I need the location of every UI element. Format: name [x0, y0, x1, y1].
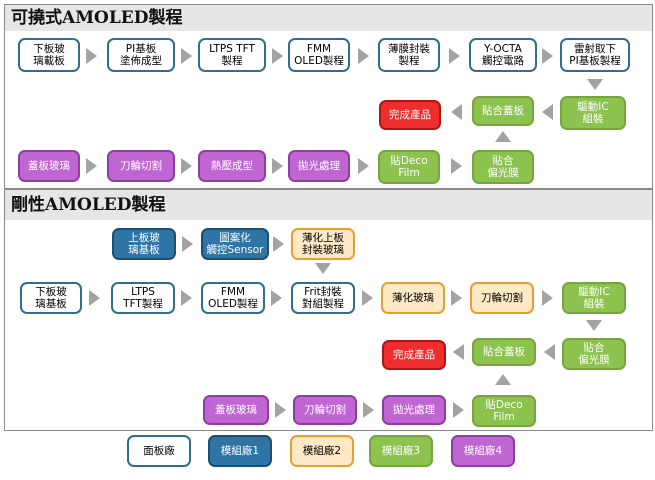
flow-arrow	[453, 344, 464, 360]
flow-step: 貼合 偏光膜	[562, 338, 626, 370]
flow-arrow	[495, 374, 511, 385]
flow-arrow	[272, 158, 283, 174]
flow-arrow	[273, 236, 284, 252]
flow-step: LTPS TFT 製程	[198, 38, 266, 72]
flow-step: 驅動IC 組裝	[560, 96, 626, 130]
flow-arrow	[271, 290, 282, 306]
legend-item: 模組廠3	[369, 435, 433, 467]
flow-step: FMM OLED製程	[288, 38, 350, 72]
flow-step: 下板玻 璃基板	[20, 282, 82, 314]
flow-step: 貼合 偏光膜	[472, 150, 534, 184]
flow-arrow	[358, 158, 369, 174]
flow-arrow	[363, 402, 374, 418]
flow-arrow	[542, 104, 553, 120]
flow-arrow	[449, 48, 460, 64]
flow-step: 薄化玻璃	[381, 282, 445, 314]
flow-step: 刀輪切割	[470, 282, 534, 314]
flow-arrow	[86, 48, 97, 64]
flow-arrow	[182, 236, 193, 252]
flow-step: 刀輪切割	[107, 150, 175, 182]
flow-step: 貼合蓋板	[472, 96, 534, 126]
flow-arrow	[181, 290, 192, 306]
flow-step: 貼Deco Film	[472, 395, 536, 427]
legend-item: 面板廠	[127, 435, 191, 467]
flow-step: Frit封裝 對組製程	[291, 282, 355, 314]
flow-step: 完成產品	[379, 100, 441, 130]
flow-arrow	[362, 290, 373, 306]
flow-step: FMM OLED製程	[201, 282, 265, 314]
flow-arrow	[451, 290, 462, 306]
flow-step: 熱壓成型	[198, 150, 266, 182]
flow-step: 雷射取下 PI基板製程	[560, 38, 630, 72]
flow-arrow	[495, 131, 511, 142]
flow-step: 薄化上板 封裝玻璃	[291, 228, 355, 260]
flow-arrow	[275, 402, 286, 418]
flow-step: LTPS TFT製程	[111, 282, 175, 314]
flow-step: 下板玻 璃載板	[18, 38, 80, 72]
rigid-title: 剛性AMOLED製程	[5, 190, 652, 220]
flow-step: 上板玻 璃基板	[112, 228, 176, 260]
flow-step: Y-OCTA 觸控電路	[469, 38, 537, 72]
flow-step: 薄膜封裝 製程	[378, 38, 440, 72]
flow-arrow	[542, 290, 553, 306]
flow-step: 蓋板玻璃	[18, 150, 80, 182]
flow-step: 驅動IC 組裝	[562, 282, 626, 314]
flow-arrow	[181, 48, 192, 64]
flow-arrow	[358, 48, 369, 64]
flow-arrow	[451, 104, 462, 120]
flow-arrow	[315, 263, 331, 274]
flow-arrow	[181, 158, 192, 174]
legend-item: 模組廠1	[208, 435, 272, 467]
flow-step: 圖案化 觸控Sensor	[201, 228, 269, 260]
flow-arrow	[453, 402, 464, 418]
flexible-title: 可撓式AMOLED製程	[5, 5, 652, 31]
flow-step: 貼Deco Film	[378, 150, 440, 184]
flow-step: 拋光處理	[288, 150, 350, 182]
flow-step: PI基板 塗佈成型	[107, 38, 175, 72]
flow-step: 蓋板玻璃	[203, 395, 269, 425]
flow-step: 拋光處理	[382, 395, 446, 425]
flow-step: 完成產品	[382, 340, 446, 370]
flow-arrow	[451, 158, 462, 174]
flow-arrow	[586, 320, 602, 331]
flow-arrow	[89, 290, 100, 306]
flow-arrow	[86, 158, 97, 174]
flow-arrow	[272, 48, 283, 64]
legend-item: 模組廠2	[290, 435, 354, 467]
flow-arrow	[542, 48, 553, 64]
flow-arrow	[544, 344, 555, 360]
flow-step: 刀輪切割	[293, 395, 357, 425]
flow-arrow	[587, 79, 603, 90]
legend-item: 模組廠4	[451, 435, 515, 467]
flow-step: 貼合蓋板	[472, 338, 536, 366]
